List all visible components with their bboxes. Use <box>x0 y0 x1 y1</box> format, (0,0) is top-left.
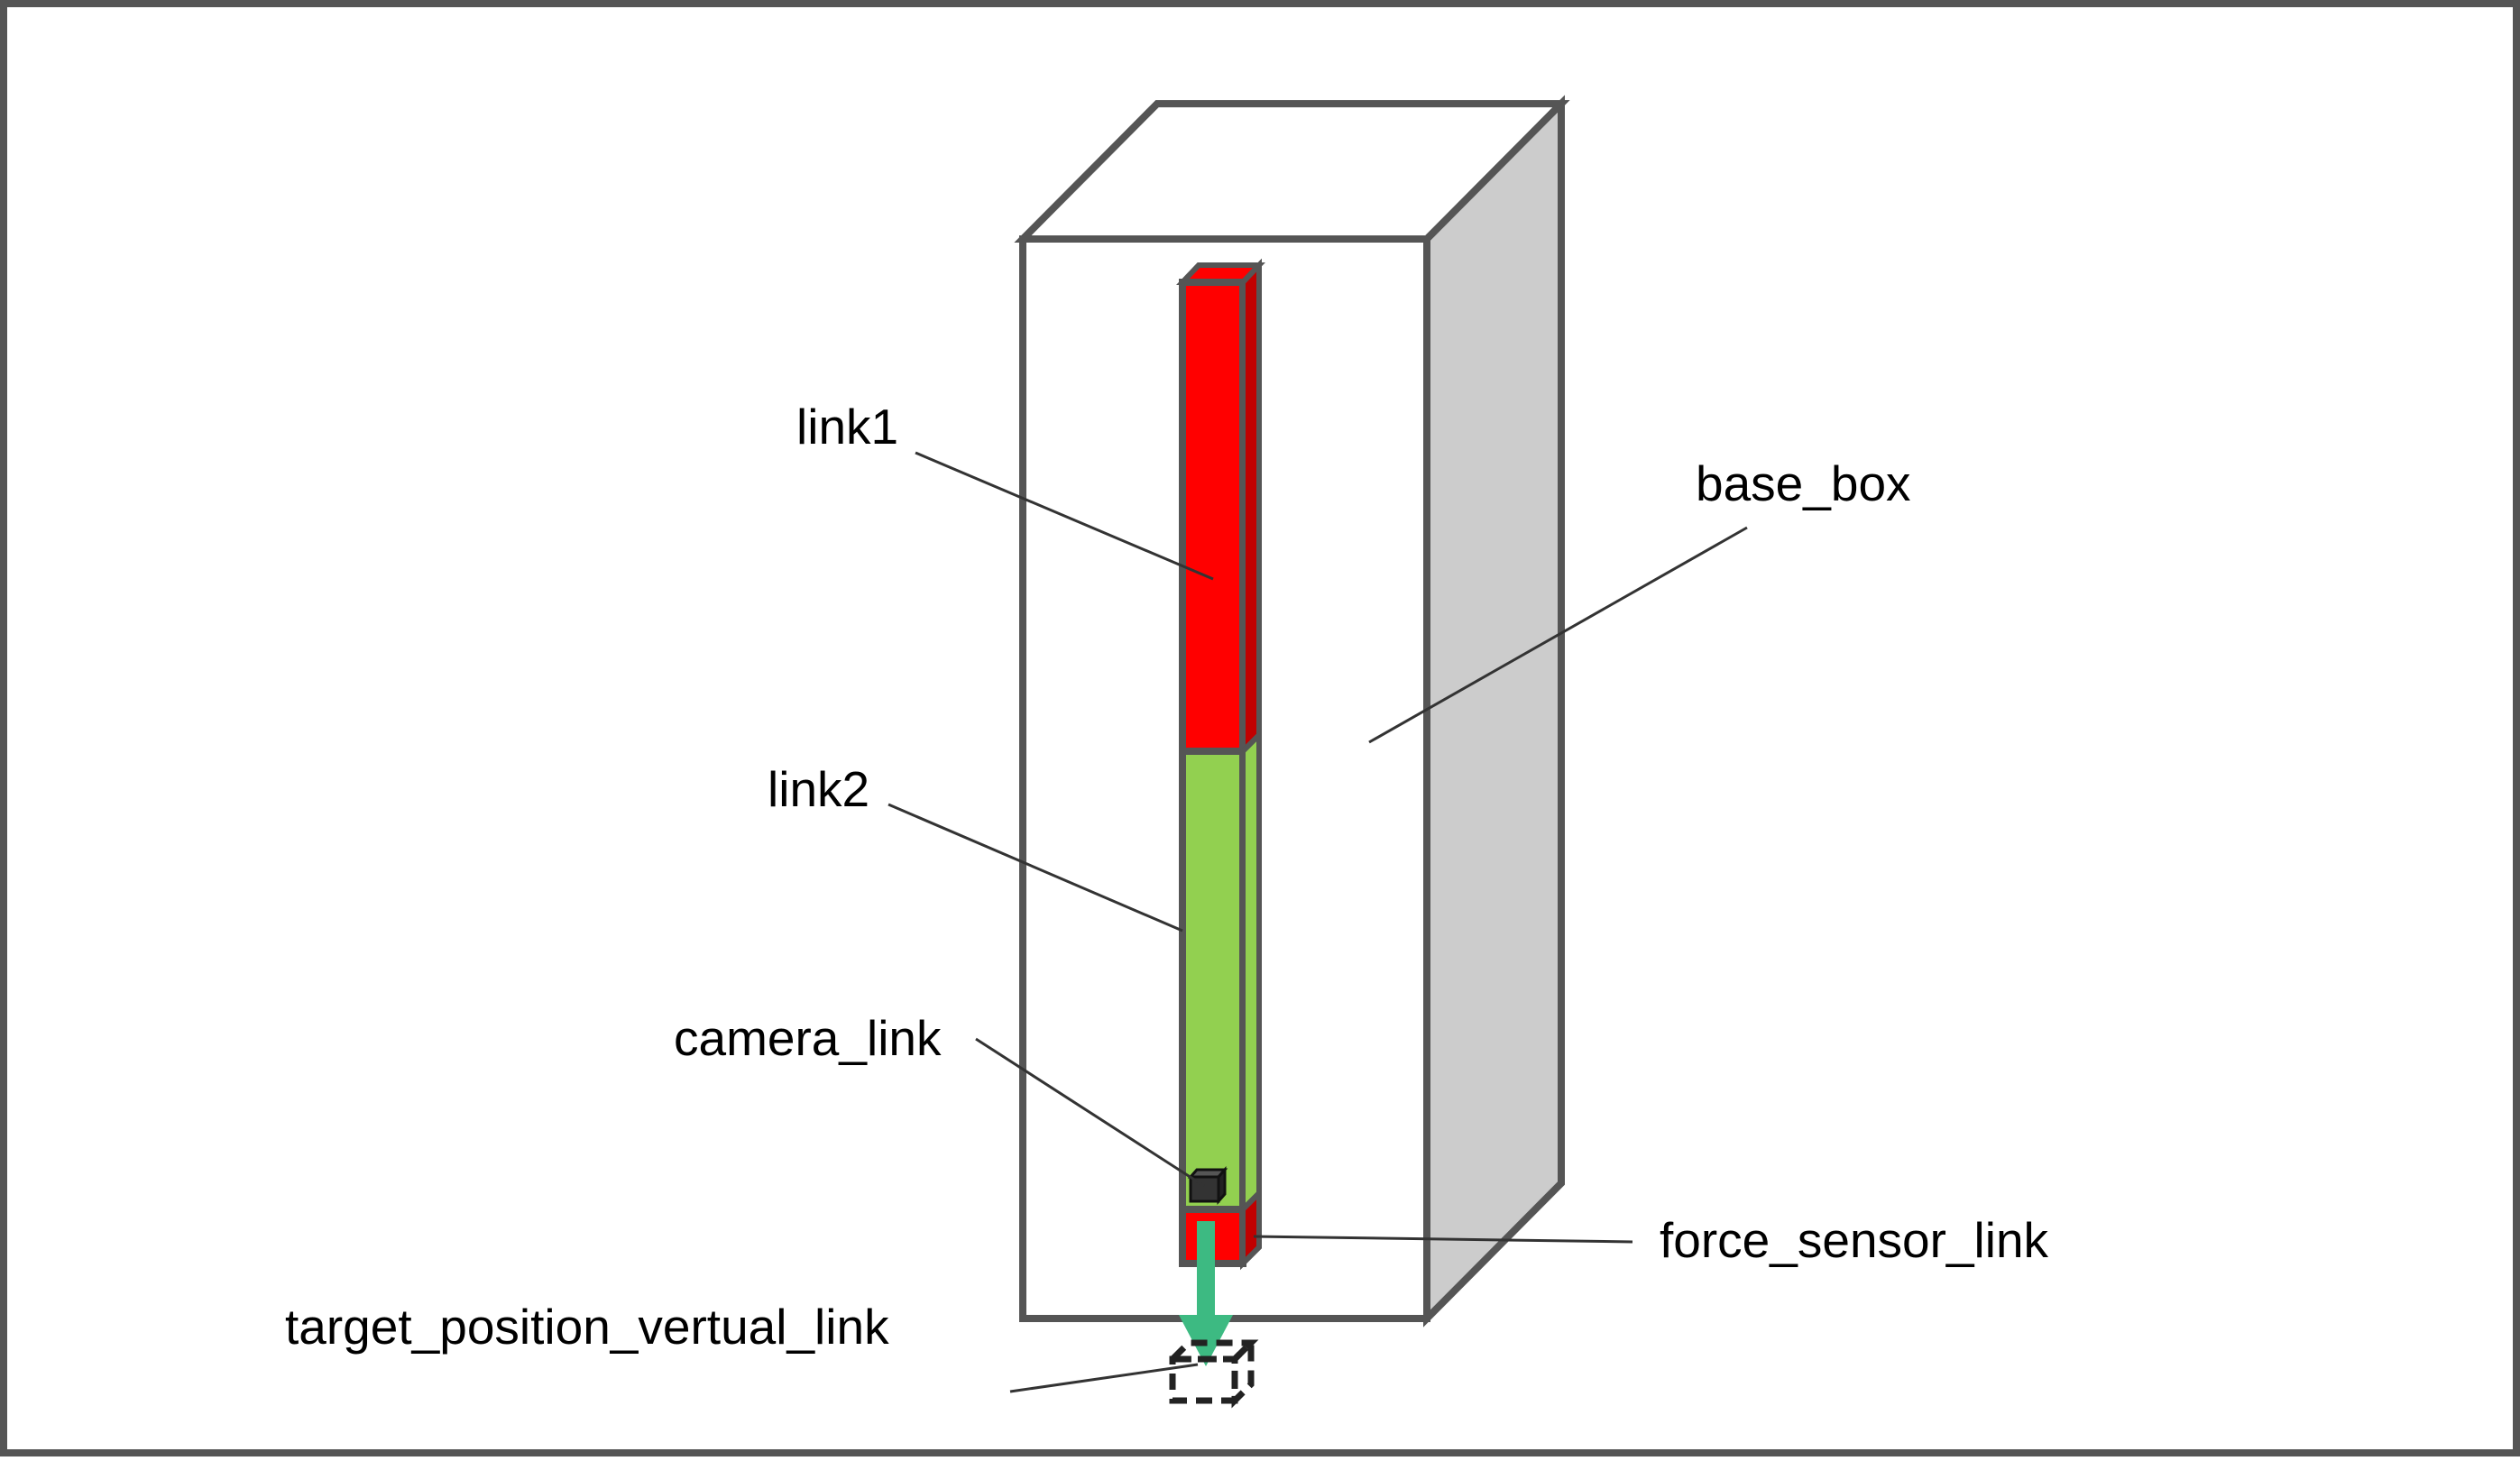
target-position-vertual-link-label: target_position_vertual_link <box>285 1299 889 1355</box>
link2-leader-line <box>888 803 1183 933</box>
force-sensor-link-leader-line <box>1253 1235 1633 1244</box>
camera-link-cube <box>1187 1166 1228 1205</box>
target-position-leader-line <box>1009 1363 1199 1393</box>
link2-label: link2 <box>768 761 869 817</box>
base-box-leader-line <box>1368 526 1748 744</box>
link1-front-face <box>1179 279 1246 755</box>
base-box-side-face <box>1423 95 1565 1328</box>
camera-link-leader-line <box>975 1037 1205 1188</box>
link1-label: link1 <box>796 399 898 455</box>
force-sensor-link-side-face <box>1240 1186 1262 1271</box>
base-box-label: base_box <box>1696 455 1911 511</box>
force-sensor-link-label: force_sensor_link <box>1660 1212 2049 1268</box>
link1-side-face <box>1240 258 1262 758</box>
target-position-virtual-cube <box>1164 1335 1259 1409</box>
camera-link-label: camera_link <box>674 1010 942 1066</box>
link2-side-face <box>1240 728 1262 1217</box>
link1-leader-line <box>915 451 1214 581</box>
link2-front-face <box>1179 748 1246 1213</box>
